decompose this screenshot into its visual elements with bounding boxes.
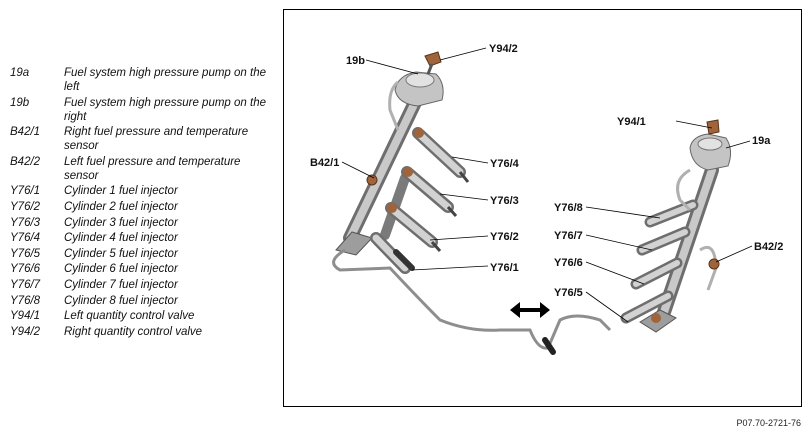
callout-y76-8: Y76/8	[554, 202, 583, 214]
legend-code: Y76/1	[10, 185, 41, 198]
legend-code: Y94/2	[10, 325, 41, 338]
legend-row: Y76/5 Cylinder 5 fuel injector	[10, 247, 272, 261]
legend-row: 19a Fuel system high pressure pump on the…	[10, 66, 272, 94]
legend-description: Fuel system high pressure pump on the ri…	[64, 96, 266, 123]
callout-y76-2: Y76/2	[490, 231, 519, 243]
callout-y76-5: Y76/5	[554, 287, 583, 299]
callout-19b: 19b	[346, 55, 365, 67]
callout-y76-3: Y76/3	[490, 195, 519, 207]
legend-code: B42/1	[10, 126, 41, 139]
legend-description: Left quantity control valve	[64, 310, 195, 323]
injector-y76-4	[412, 127, 470, 183]
callout-b42-1: B42/1	[310, 157, 339, 169]
injector-y76-3	[401, 166, 458, 217]
injector-y76-7	[636, 226, 691, 256]
figure-id: P07.70-2721-76	[736, 418, 801, 428]
callout-b42-2: B42/2	[754, 241, 783, 253]
legend-description: Cylinder 2 fuel injector	[64, 200, 178, 213]
legend-description: Cylinder 4 fuel injector	[64, 232, 178, 245]
sensor-b42-1	[366, 174, 378, 186]
callout-y94-2: Y94/2	[489, 43, 518, 55]
legend-description: Cylinder 8 fuel injector	[64, 294, 178, 307]
legend-description: Cylinder 1 fuel injector	[64, 185, 178, 198]
legend-row: B42/1 Right fuel pressure and temperature…	[10, 125, 272, 153]
legend-row: B42/2 Left fuel pressure and temperature …	[10, 155, 272, 183]
legend-row: Y94/2 Right quantity control valve	[10, 325, 272, 339]
legend-description: Cylinder 6 fuel injector	[64, 263, 178, 276]
legend-description: Left fuel pressure and temperature senso…	[64, 155, 241, 182]
injector-y76-6	[630, 257, 683, 290]
callout-y76-1: Y76/1	[490, 262, 519, 274]
double-arrow-icon	[510, 302, 550, 318]
legend-code: Y76/3	[10, 216, 41, 229]
callout-19a: 19a	[752, 135, 771, 147]
leader-lines	[341, 47, 753, 323]
legend-code: 19a	[10, 67, 30, 79]
legend-description: Cylinder 5 fuel injector	[64, 247, 178, 260]
legend-row: Y76/3 Cylinder 3 fuel injector	[10, 216, 272, 230]
high-pressure-pump-19a	[676, 119, 732, 212]
legend-code: B42/2	[10, 155, 41, 168]
legend-row: Y76/8 Cylinder 8 fuel injector	[10, 294, 272, 308]
legend-description: Cylinder 3 fuel injector	[64, 216, 178, 229]
legend-code: Y76/4	[10, 232, 41, 245]
legend-description: Cylinder 7 fuel injector	[64, 278, 178, 291]
legend-row: Y76/7 Cylinder 7 fuel injector	[10, 278, 272, 292]
fuel-line	[332, 248, 612, 350]
callout-labels: 19b Y94/2 B42/1 Y76/4 Y76/3 Y76/2 Y76/1 …	[310, 43, 783, 299]
legend-code: Y76/2	[10, 200, 41, 213]
legend-code: Y94/1	[10, 310, 41, 323]
legend-code: Y76/7	[10, 278, 41, 291]
legend-code: Y76/5	[10, 247, 41, 260]
legend-code: 19b	[10, 96, 30, 109]
legend-code: Y76/6	[10, 263, 41, 276]
legend-row: 19b Fuel system high pressure pump on the…	[10, 96, 272, 124]
legend-row: Y76/2 Cylinder 2 fuel injector	[10, 200, 272, 214]
legend-description: Right quantity control valve	[64, 325, 203, 338]
callout-y76-6: Y76/6	[554, 257, 583, 269]
callout-y76-7: Y76/7	[554, 230, 583, 242]
injector-y76-1	[370, 232, 415, 274]
legend-row: Y76/4 Cylinder 4 fuel injector	[10, 231, 272, 245]
callout-y76-4: Y76/4	[490, 158, 520, 170]
injector-y76-2	[385, 202, 442, 252]
legend-row: Y76/6 Cylinder 6 fuel injector	[10, 262, 272, 276]
legend-row: Y94/1 Left quantity control valve	[10, 309, 272, 323]
legend-description: Right fuel pressure and temperature sens…	[64, 126, 249, 153]
injector-y76-5	[620, 290, 674, 324]
sensor-b42-2	[708, 258, 720, 270]
callout-y94-1: Y94/1	[617, 116, 646, 128]
legend-code: Y76/8	[10, 294, 41, 307]
legend-description: Fuel system high pressure pump on the le…	[64, 67, 266, 93]
legend-row: Y76/1 Cylinder 1 fuel injector	[10, 184, 272, 198]
high-pressure-pump-19b	[388, 51, 444, 131]
